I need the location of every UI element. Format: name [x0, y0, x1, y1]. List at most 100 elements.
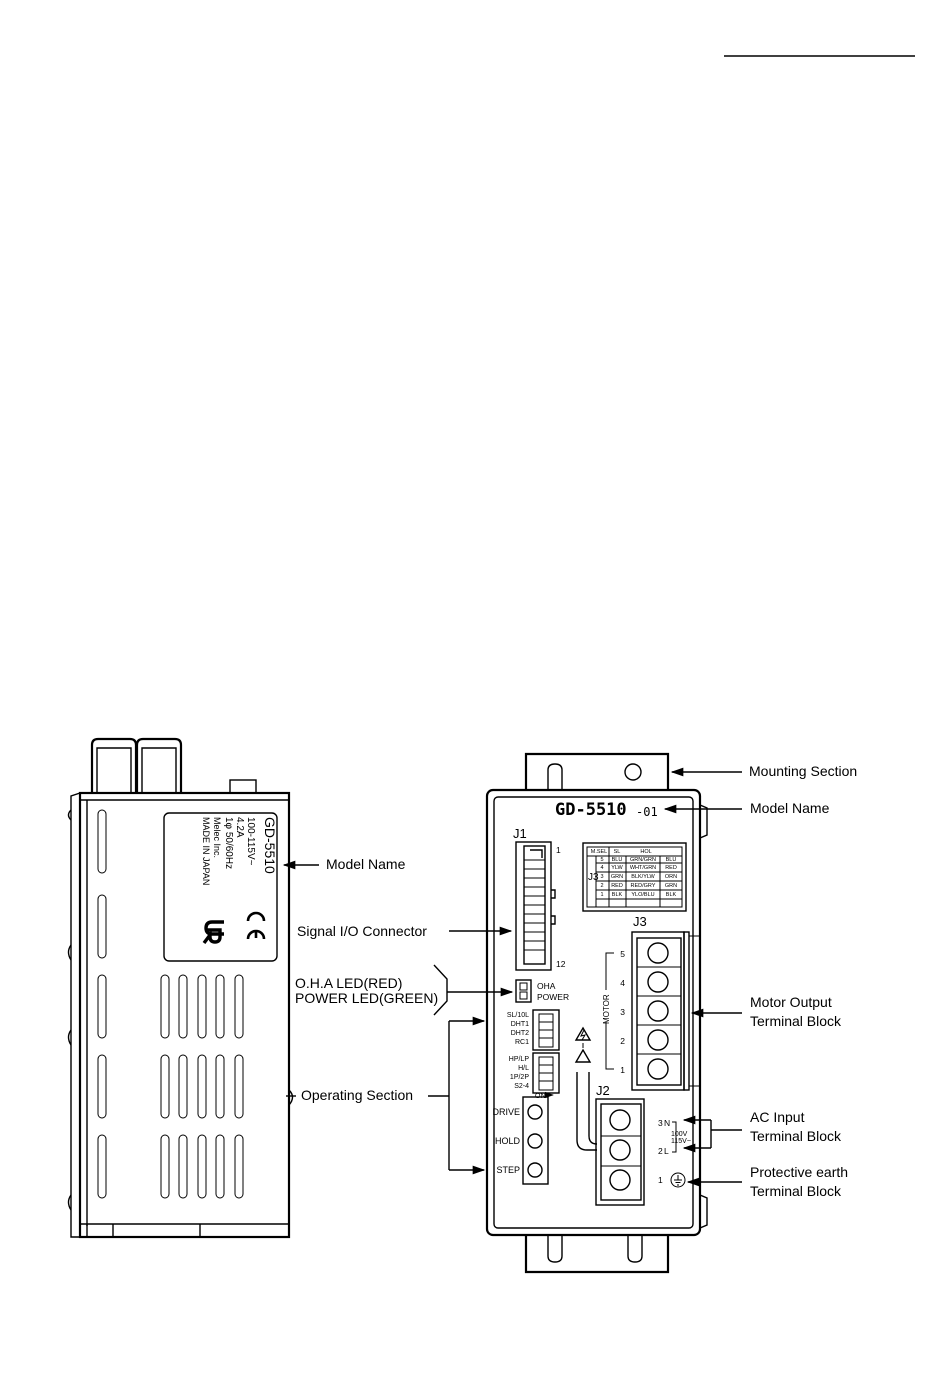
j1-signal-connector: [515, 841, 556, 971]
ground-symbol-icon: [670, 1172, 686, 1188]
svg-text:J3: J3: [588, 872, 599, 883]
callout-earth-1: Protective earth: [750, 1164, 848, 1180]
j1-pin-last: 12: [556, 959, 566, 969]
dip-a-labels: SL/10L DHT1 DHT2 RC1: [507, 1012, 529, 1046]
j2-pin-3: 3: [658, 1118, 663, 1128]
voltage-115: 115V~: [671, 1138, 691, 1145]
led-power-label: POWER: [537, 992, 569, 1002]
j3-terminal-3: [647, 1000, 669, 1022]
svg-text:BLU: BLU: [666, 857, 677, 863]
callout-motor-output-2: Terminal Block: [750, 1013, 842, 1029]
svg-text:RC1: RC1: [515, 1039, 529, 1046]
j2-terminal-3: [609, 1109, 631, 1131]
left-vent-grid: [160, 974, 244, 1199]
label-current: 4.2A: [234, 817, 245, 838]
j3-pin-3: 3: [620, 1007, 625, 1017]
svg-text:M.SEL: M.SEL: [591, 849, 608, 855]
j3-terminal-2: [647, 1029, 669, 1051]
j3-pin-5: 5: [620, 949, 625, 959]
j3-pin-4: 4: [620, 978, 625, 988]
j3-wire-table: M.SEL SL HOL J3 5 BLU GRN/GRN BLU 4 YLW …: [582, 842, 687, 912]
label-frequency: 1φ 50/60Hz: [223, 817, 234, 869]
svg-text:BLK/YLW: BLK/YLW: [631, 874, 655, 880]
label-model: GD-5510: [262, 817, 278, 874]
callout-model-name-right: Model Name: [750, 800, 830, 816]
svg-text:YLW: YLW: [611, 865, 623, 871]
j2-ac-terminal-block: [595, 1098, 645, 1206]
callout-ac-input-1: AC Input: [750, 1109, 805, 1125]
j2-pin-n: N: [664, 1118, 670, 1128]
ur-mark-icon: [202, 920, 224, 945]
model-suffix: -01: [636, 805, 658, 819]
model-title: GD-5510: [555, 800, 627, 820]
power-led-icon: [519, 991, 528, 1000]
left-unit-body: [78, 791, 291, 1239]
svg-text:S2-4: S2-4: [514, 1083, 529, 1090]
motor-group-label: MOTOR: [602, 994, 611, 1024]
svg-text:SL: SL: [614, 849, 621, 855]
j3-motor-terminal-block: [631, 931, 701, 1091]
svg-text:H/L: H/L: [518, 1065, 529, 1072]
right-unit: GD-5510 -01 J1 1 12 OHA POW: [485, 752, 708, 1274]
callout-model-name-left: Model Name: [326, 856, 406, 872]
j3-terminal-5: [647, 942, 669, 964]
callouts: Model Name Signal I/O Connector O.H.A LE…: [282, 763, 857, 1199]
top-mounting-bracket: [524, 752, 670, 790]
j3-pin-1: 1: [620, 1065, 625, 1075]
step-label: STEP: [496, 1165, 520, 1175]
step-button[interactable]: [527, 1162, 543, 1178]
svg-text:ORN: ORN: [665, 874, 677, 880]
callout-power-led: POWER LED(GREEN): [295, 990, 438, 1006]
label-origin: MADE IN JAPAN: [201, 817, 211, 885]
svg-text:2: 2: [600, 883, 603, 889]
dip-switch-a[interactable]: [532, 1009, 560, 1051]
left-vent-slots: [97, 809, 107, 1199]
j1-label: J1: [513, 826, 527, 841]
hold-label: HOLD: [495, 1136, 521, 1146]
j2-terminal-1: [609, 1169, 631, 1191]
j3-label: J3: [633, 914, 647, 929]
svg-text:RED: RED: [611, 883, 623, 889]
oha-led-icon: [519, 982, 528, 991]
svg-text:RED: RED: [665, 865, 677, 871]
callout-motor-output-1: Motor Output: [750, 994, 832, 1010]
svg-text:HP/LP: HP/LP: [509, 1056, 530, 1063]
svg-text:1: 1: [600, 892, 603, 898]
label-maker: Melec Inc.: [212, 817, 222, 858]
svg-text:YLO/BLU: YLO/BLU: [631, 892, 654, 898]
callout-signal-io: Signal I/O Connector: [297, 923, 427, 939]
callout-mounting: Mounting Section: [749, 763, 857, 779]
svg-text:RED/GRY: RED/GRY: [631, 883, 656, 889]
j3-terminal-4: [647, 971, 669, 993]
svg-text:5: 5: [600, 857, 603, 863]
hold-button[interactable]: [527, 1133, 543, 1149]
svg-text:SL/10L: SL/10L: [507, 1012, 529, 1019]
j3-terminal-1: [647, 1058, 669, 1080]
rating-label-plate: [163, 812, 278, 962]
led-block: [515, 979, 532, 1003]
callout-ac-input-2: Terminal Block: [750, 1128, 842, 1144]
svg-text:4: 4: [600, 865, 603, 871]
button-panel: [522, 1096, 549, 1185]
svg-text:BLK: BLK: [612, 892, 623, 898]
left-unit: GD-5510 100-115V~ 4.2A 1φ 50/60Hz Melec …: [67, 737, 294, 1239]
j2-terminal-2: [609, 1139, 631, 1161]
j3-pin-2: 2: [620, 1036, 625, 1046]
drive-button[interactable]: [527, 1104, 543, 1120]
j1-pin-first: 1: [556, 845, 561, 855]
svg-text:GRN: GRN: [665, 883, 677, 889]
j2-label: J2: [596, 1083, 610, 1098]
svg-text:BLU: BLU: [612, 857, 623, 863]
svg-text:3: 3: [600, 874, 603, 880]
label-voltage: 100-115V~: [245, 817, 256, 866]
svg-text:BLK: BLK: [666, 892, 677, 898]
led-oha-label: OHA: [537, 981, 556, 991]
svg-text:DHT2: DHT2: [511, 1030, 529, 1037]
svg-text:GRN/GRN: GRN/GRN: [630, 857, 656, 863]
svg-text:HOL: HOL: [640, 849, 651, 855]
drive-label: DRIVE: [492, 1107, 520, 1117]
ce-mark-icon: [246, 911, 266, 940]
callout-earth-2: Terminal Block: [750, 1183, 842, 1199]
voltage-100: 100V: [671, 1131, 688, 1138]
